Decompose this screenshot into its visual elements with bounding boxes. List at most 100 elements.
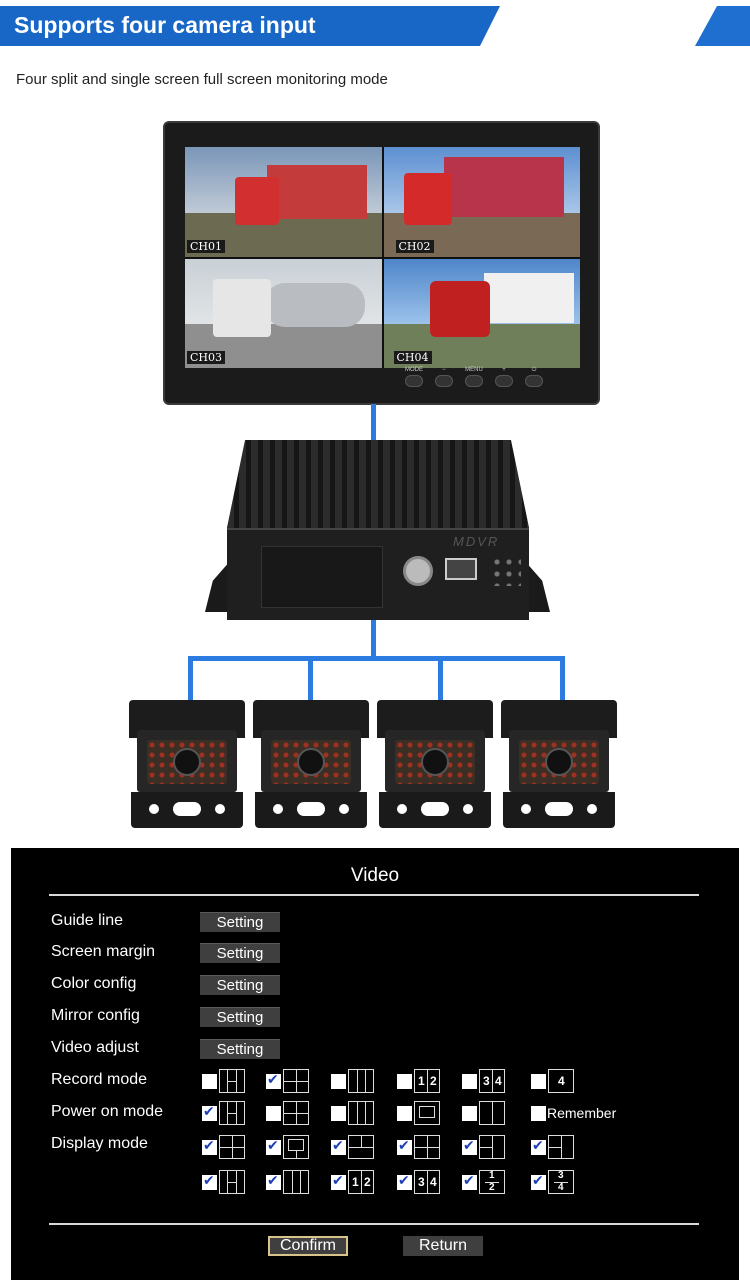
checkbox[interactable] [266, 1137, 281, 1155]
monitor-image: CH01 CH02 CH03 CH04 MODE − MENU + ⏻ [163, 121, 600, 405]
checkbox[interactable] [202, 1103, 217, 1121]
monitor-screen: CH01 CH02 CH03 CH04 [185, 147, 580, 368]
camera-image [377, 700, 493, 830]
layout-quad-icon [219, 1135, 245, 1159]
power-on-mode-remember-option[interactable]: Remember [531, 1101, 616, 1125]
display-mode-option-1[interactable] [202, 1135, 245, 1159]
channel-label: CH01 [187, 239, 226, 253]
layout-half-split-icon [479, 1101, 505, 1125]
record-mode-label: Record mode [51, 1071, 148, 1088]
display-mode-option-7[interactable] [202, 1170, 245, 1194]
menu-button: MENU [465, 367, 483, 387]
checkbox[interactable] [331, 1172, 346, 1190]
checkbox[interactable] [397, 1172, 412, 1190]
checkbox[interactable] [462, 1172, 477, 1190]
display-mode-option-12[interactable]: 34 [531, 1170, 574, 1194]
checkbox[interactable] [531, 1137, 546, 1155]
display-mode-option-6[interactable] [531, 1135, 574, 1159]
display-mode-option-2[interactable] [266, 1135, 309, 1159]
color-config-setting-button[interactable]: Setting [200, 975, 280, 995]
display-mode-option-10[interactable]: 34 [397, 1170, 440, 1194]
checkbox[interactable] [331, 1105, 346, 1121]
layout-top-bottom-icon [348, 1135, 374, 1159]
checkbox[interactable] [397, 1105, 412, 1121]
divider [49, 894, 699, 896]
checkbox[interactable] [331, 1137, 346, 1155]
lock-icon [403, 556, 433, 586]
subtitle: Four split and single screen full screen… [16, 71, 388, 88]
camera-image [253, 700, 369, 830]
channel-label: CH03 [187, 351, 226, 364]
layout-pip-icon [414, 1101, 440, 1125]
power-on-mode-option-2[interactable] [266, 1101, 309, 1125]
checkbox[interactable] [202, 1172, 217, 1190]
display-mode-option-3[interactable] [331, 1135, 374, 1159]
layout-quad-icon [283, 1069, 309, 1093]
power-on-mode-option-3[interactable] [331, 1101, 374, 1125]
layout-pip-icon [283, 1135, 309, 1159]
checkbox[interactable] [531, 1172, 546, 1190]
checkbox[interactable] [266, 1105, 281, 1121]
video-adjust-setting-button[interactable]: Setting [200, 1039, 280, 1059]
layout-left-split-icon [479, 1135, 505, 1159]
checkbox[interactable] [331, 1073, 346, 1089]
checkbox[interactable] [462, 1105, 477, 1121]
cable [560, 656, 565, 702]
return-button[interactable]: Return [403, 1236, 483, 1256]
cable [308, 656, 313, 702]
display-mode-option-11[interactable]: 12 [462, 1170, 505, 1194]
checkbox[interactable] [202, 1137, 217, 1155]
usb-port-icon [445, 558, 477, 580]
mirror-config-label: Mirror config [51, 1007, 140, 1024]
layout-channel-4-icon: 4 [548, 1069, 574, 1093]
hdd-door [261, 546, 383, 608]
checkbox[interactable] [531, 1073, 546, 1089]
plus-button: + [495, 367, 513, 387]
dvr-brand: MDVR [453, 534, 500, 549]
checkbox[interactable] [531, 1105, 546, 1121]
record-mode-option-3[interactable] [331, 1069, 374, 1093]
layout-split-vertical-icon [219, 1101, 245, 1125]
display-mode-option-9[interactable]: 12 [331, 1170, 374, 1194]
video-menu-panel: Video Guide line Setting Screen margin S… [11, 848, 739, 1280]
screen-margin-setting-button[interactable]: Setting [200, 943, 280, 963]
camera-image [501, 700, 617, 830]
checkbox[interactable] [462, 1137, 477, 1155]
camera-view-4: CH04 [383, 258, 580, 368]
cable [438, 656, 443, 702]
camera-view-3: CH03 [185, 258, 382, 368]
record-mode-option-6[interactable]: 4 [531, 1069, 574, 1093]
display-mode-option-4[interactable] [397, 1135, 440, 1159]
display-mode-option-5[interactable] [462, 1135, 505, 1159]
record-mode-option-2[interactable] [266, 1069, 309, 1093]
camera-image [129, 700, 245, 830]
layout-quad-icon [283, 1101, 309, 1125]
mirror-config-setting-button[interactable]: Setting [200, 1007, 280, 1027]
power-on-mode-option-1[interactable] [202, 1101, 245, 1125]
color-config-label: Color config [51, 975, 137, 992]
power-on-mode-option-5[interactable] [462, 1101, 505, 1125]
checkbox[interactable] [266, 1172, 281, 1190]
remember-label: Remember [547, 1105, 617, 1121]
display-mode-label: Display mode [51, 1135, 148, 1152]
display-mode-option-8[interactable] [266, 1170, 309, 1194]
header-banner: Supports four camera input [0, 6, 750, 46]
record-mode-option-1[interactable] [202, 1069, 245, 1093]
video-adjust-label: Video adjust [51, 1039, 139, 1056]
confirm-button[interactable]: Confirm [268, 1236, 348, 1256]
checkbox[interactable] [266, 1071, 281, 1089]
power-on-mode-option-4[interactable] [397, 1101, 440, 1125]
minus-button: − [435, 367, 453, 387]
guide-line-setting-button[interactable]: Setting [200, 912, 280, 932]
checkbox[interactable] [462, 1073, 477, 1089]
checkbox[interactable] [202, 1073, 217, 1089]
checkbox[interactable] [397, 1137, 412, 1155]
guide-line-label: Guide line [51, 912, 124, 929]
checkbox[interactable] [397, 1073, 412, 1089]
